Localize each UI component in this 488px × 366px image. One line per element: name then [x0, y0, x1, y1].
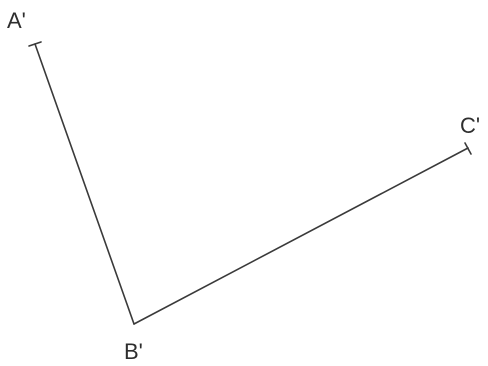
- segment-a-b: [34, 43, 135, 325]
- endpoint-tick-a: [28, 41, 42, 47]
- label-point-c: C': [460, 113, 480, 138]
- segment-b-c: [133, 147, 469, 325]
- label-point-b: B': [124, 339, 143, 364]
- label-point-a: A': [7, 8, 26, 33]
- endpoint-tick-c: [464, 142, 472, 155]
